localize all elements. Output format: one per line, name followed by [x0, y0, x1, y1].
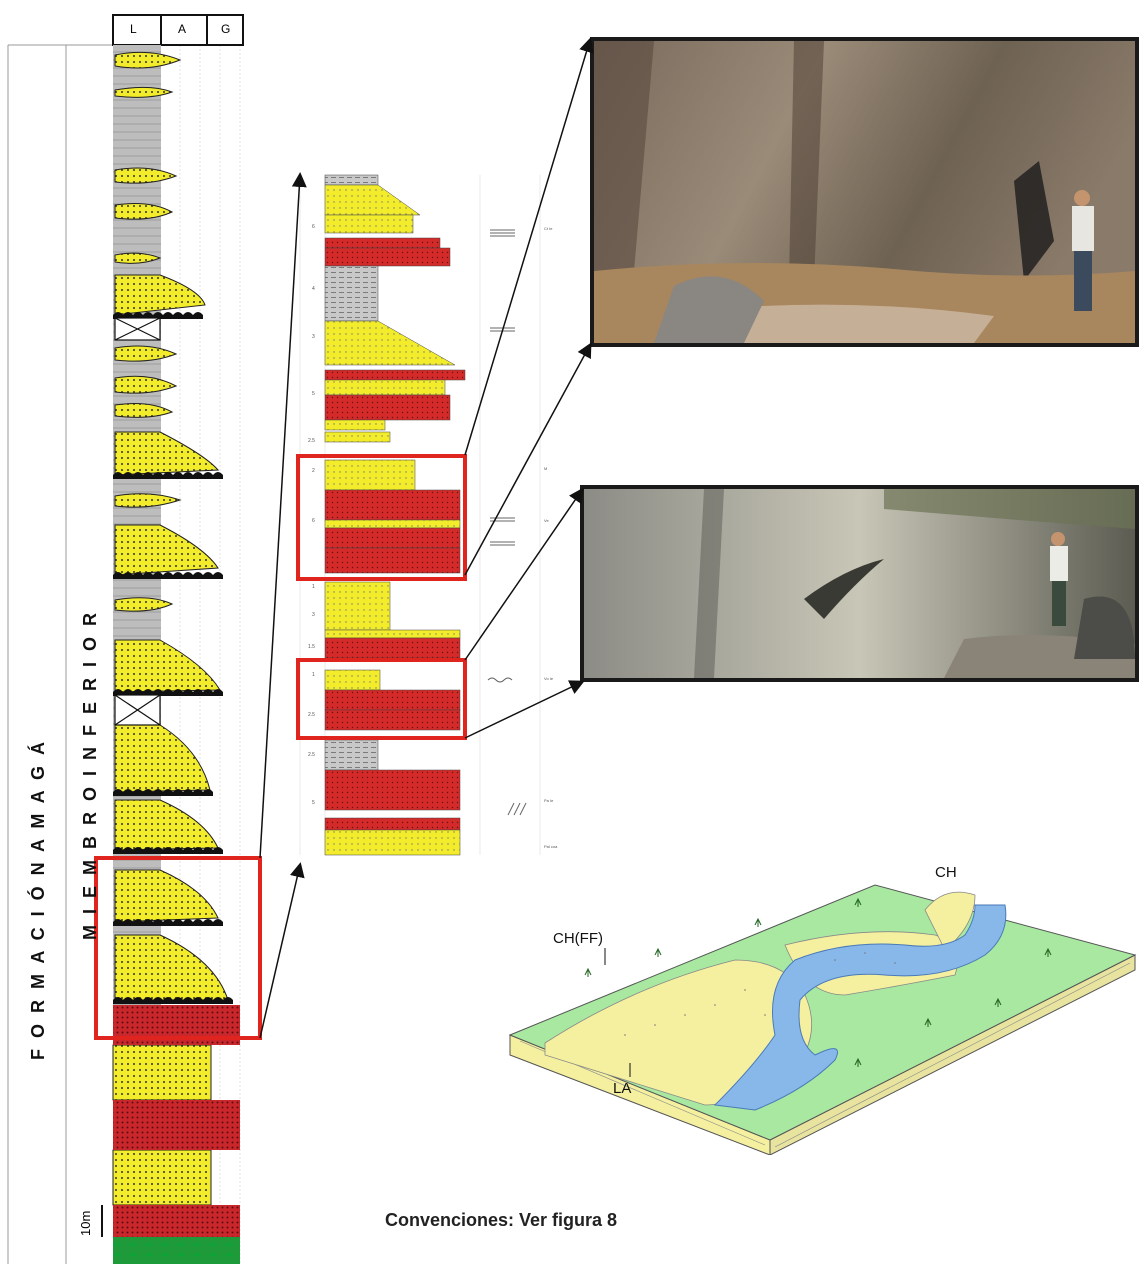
thickness-label: 5 [312, 800, 315, 806]
figure-caption: Convenciones: Ver figura 8 [385, 1210, 618, 1230]
arrow-to-photo-upper-top [464, 37, 594, 456]
thickness-label: 6 [312, 224, 315, 230]
thickness-label: 2 [312, 468, 315, 474]
main-stratigraphic-column: F O R M A C I Ó N A M A G Á M I E M B R … [7, 14, 262, 1264]
grain-header-clay: L [130, 22, 137, 36]
thickness-label: 2.5 [308, 752, 315, 758]
side-label: M [544, 466, 547, 471]
formation-label: F O R M A C I Ó N A M A G Á [27, 739, 48, 1060]
member-label: M I E M B R O I N F E R I O R [80, 610, 100, 940]
fluvial-block-diagram: CH(FF) CH LA [508, 865, 1137, 1155]
basement-unit [113, 1237, 240, 1264]
structure-symbols [487, 229, 527, 816]
thickness-label: 2.5 [308, 438, 315, 444]
outcrop-photo-upper [590, 37, 1139, 347]
upper-lenses [114, 51, 182, 612]
arrow-to-photo-upper-bottom [464, 342, 592, 576]
arrow-to-detail-bottom [259, 862, 305, 1039]
thickness-label: 4 [312, 286, 315, 292]
thickness-label: 5 [312, 391, 315, 397]
side-label: Ct Ie [544, 226, 553, 231]
thickness-label: 1 [312, 672, 315, 678]
grain-size-header [112, 14, 244, 46]
thickness-label: 2.5 [308, 712, 315, 718]
arrow-to-detail-top [259, 172, 307, 859]
label-la: LA [613, 1080, 631, 1097]
thickness-label: 6 [312, 518, 315, 524]
label-ch-ff: CH(FF) [553, 930, 603, 947]
grain-header-sand: A [178, 22, 187, 36]
outcrop-photo-lower [580, 485, 1139, 682]
side-label: Pal coa [544, 844, 558, 849]
thickness-label: 3 [312, 334, 315, 340]
label-ch: CH [935, 865, 957, 881]
side-label: Pa Ie [544, 798, 554, 803]
covered-intervals [114, 317, 161, 726]
side-label: Vo Ie [544, 676, 554, 681]
arrow-to-photo-lower-top [464, 487, 584, 661]
conglomerate-beds [113, 1005, 240, 1237]
detail-highlight-box-lower [296, 658, 467, 740]
thickness-label: 1.5 [308, 644, 315, 650]
erosive-bases [113, 312, 233, 1004]
vegetation-symbols [584, 897, 1052, 1067]
grain-header-gravel: G [221, 22, 231, 36]
main-highlight-box [94, 856, 262, 1040]
detail-beds [324, 174, 466, 856]
side-label: Ve [544, 518, 549, 523]
detail-stratigraphic-column: 6 4 3 5 2.5 2 6 1 3 1.5 1 2.5 2.5 5 Ct I… [296, 174, 558, 856]
thickness-label: 3 [312, 612, 315, 618]
river-channel [713, 904, 1007, 1111]
thickness-label: 1 [312, 584, 315, 590]
arrow-to-photo-lower-bottom [464, 680, 585, 739]
detail-highlight-box-upper [296, 454, 467, 581]
